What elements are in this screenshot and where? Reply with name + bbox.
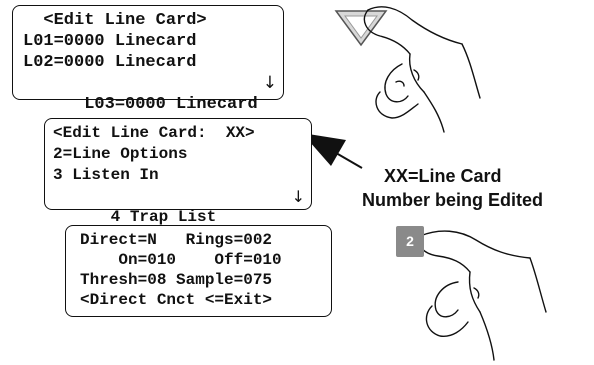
lcd-row: 4 Trap List ↓ bbox=[53, 186, 311, 226]
top-hand-icon bbox=[363, 6, 481, 133]
lcd-row: <Edit Line Card> bbox=[23, 11, 207, 30]
lcd-row: <Direct Cnct <=Exit> bbox=[80, 291, 273, 309]
lcd-screen-line-card-list: <Edit Line Card> L01=0000 Linecard L02=0… bbox=[12, 5, 284, 114]
lcd-row: 2=Line Options bbox=[53, 145, 188, 163]
scroll-down-arrow-icon: ↓ bbox=[291, 187, 305, 206]
down-triangle-icon bbox=[334, 10, 388, 47]
lcd-screen-line-options: Direct=N Rings=002 On=010 Off=010 Thresh… bbox=[65, 225, 332, 317]
lcd-row: L03=0000 Linecard ↓ bbox=[23, 73, 283, 114]
number-key-2[interactable]: 2 bbox=[396, 226, 424, 257]
lcd-row: On=010 Off=010 bbox=[80, 251, 282, 269]
pointer-arrow bbox=[302, 133, 363, 169]
callout-line-1: XX=Line Card bbox=[384, 166, 502, 186]
lcd-row: L02=0000 Linecard bbox=[23, 53, 197, 72]
lcd-row-text: L03=0000 Linecard bbox=[84, 95, 258, 114]
lcd-row: L01=0000 Linecard bbox=[23, 32, 197, 51]
lcd-screen-edit-line-card-menu: <Edit Line Card: XX> 2=Line Options 3 Li… bbox=[44, 118, 312, 226]
lcd-row: Thresh=08 Sample=075 bbox=[80, 271, 273, 289]
callout-line-2: Number being Edited bbox=[362, 190, 544, 210]
lcd-row: Direct=N Rings=002 bbox=[80, 231, 273, 249]
lcd-row-text: 4 Trap List bbox=[110, 208, 217, 226]
bottom-hand-icon bbox=[418, 230, 547, 361]
scroll-down-arrow-icon: ↓ bbox=[262, 73, 277, 93]
lcd-row: <Edit Line Card: XX> bbox=[53, 124, 255, 142]
lcd-row: 3 Listen In bbox=[53, 166, 159, 184]
